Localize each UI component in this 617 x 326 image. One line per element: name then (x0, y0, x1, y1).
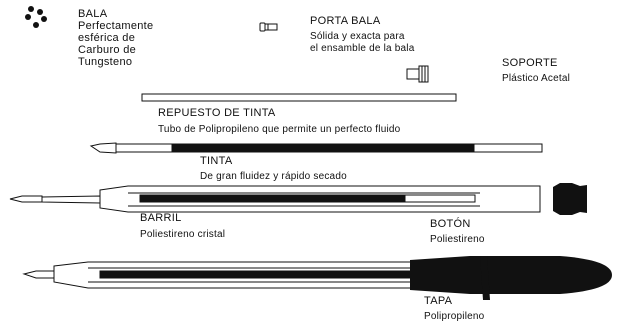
bala-title: BALA (78, 8, 108, 20)
ball-cluster-icon (25, 6, 47, 28)
bala-desc-line-1: Perfectamente (78, 20, 154, 32)
soporte-desc: Plástico Acetal (502, 73, 571, 84)
tapa-title: TAPA (424, 295, 453, 307)
porta-bala-desc-line-2: el ensamble de la bala (310, 43, 415, 54)
porta-bala-desc-line-1: Sólida y exacta para (310, 31, 405, 42)
barril-desc: Poliestireno cristal (140, 229, 226, 240)
soporte-title: SOPORTE (502, 57, 558, 69)
boton-desc: Poliestireno (430, 234, 485, 245)
repuesto-desc: Tubo de Polipropileno que permite un per… (158, 124, 401, 135)
tinta-desc: De gran fluidez y rápido secado (200, 171, 347, 182)
boton-title: BOTÓN (430, 218, 471, 230)
bala-desc-line-3: Carburo de (78, 44, 137, 56)
ink-refill-drawing (89, 142, 543, 154)
tinta-title: TINTA (200, 155, 233, 167)
tapa-desc: Polipropileno (424, 311, 485, 322)
repuesto-title: REPUESTO DE TINTA (158, 107, 276, 119)
support-drawing (406, 65, 429, 83)
barrel-drawing (9, 185, 541, 213)
barril-title: BARRIL (140, 212, 182, 224)
ball-holder-drawing (259, 22, 278, 32)
cap-drawing (410, 256, 612, 300)
bala-desc-line-2: esférica de (78, 32, 136, 44)
assembled-pen-drawing (22, 261, 501, 289)
porta-bala-title: PORTA BALA (310, 15, 381, 27)
end-cap-drawing (553, 183, 587, 215)
refill-tube-drawing (141, 93, 457, 102)
bala-desc-line-4: Tungsteno (78, 56, 133, 68)
